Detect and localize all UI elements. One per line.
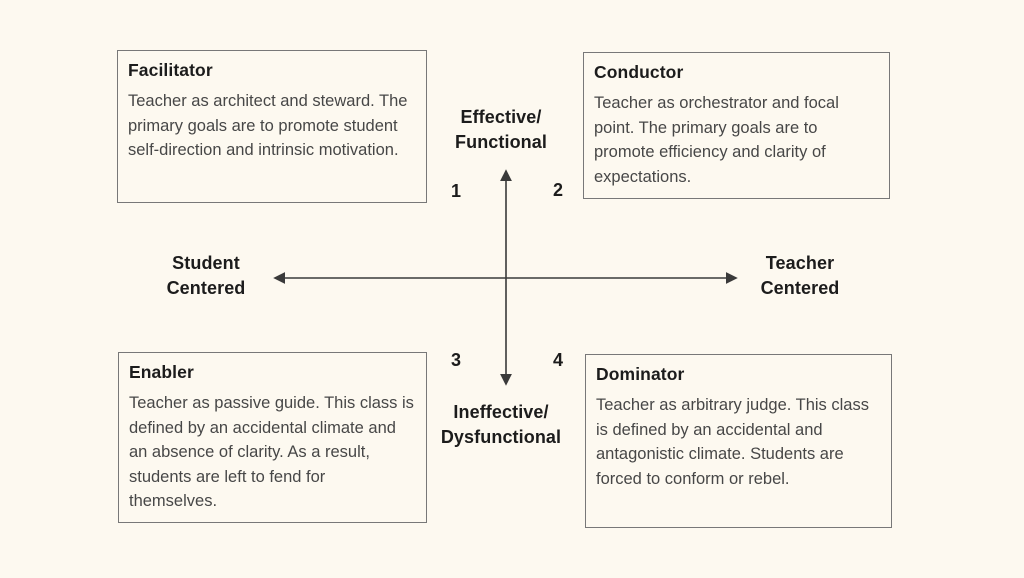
quadrant-box-dominator: Dominator Teacher as arbitrary judge. Th… [585, 354, 892, 528]
quadrant-number-2: 2 [552, 180, 564, 200]
quadrant-body-dominator: Teacher as arbitrary judge. This class i… [596, 396, 869, 488]
quadrant-number-4: 4 [552, 350, 564, 370]
quadrant-title-conductor: Conductor [594, 62, 684, 82]
axis-label-teacher-centered: Teacher Centered [760, 253, 840, 298]
quadrant-box-enabler: Enabler Teacher as passive guide. This c… [118, 352, 427, 523]
quadrant-box-conductor: Conductor Teacher as orchestrator and fo… [583, 52, 890, 199]
quadrant-box-facilitator: Facilitator Teacher as architect and ste… [117, 50, 427, 203]
axis-label-student-centered: Student Centered [166, 253, 246, 298]
quadrant-title-facilitator: Facilitator [128, 60, 213, 80]
quadrant-body-facilitator: Teacher as architect and steward. The pr… [128, 92, 408, 159]
quadrant-title-dominator: Dominator [596, 364, 685, 384]
axis-label-effective-functional: Effective/ Functional [455, 107, 547, 152]
quadrant-number-1: 1 [450, 181, 462, 201]
quadrant-number-3: 3 [450, 350, 462, 370]
quadrant-body-conductor: Teacher as orchestrator and focal point.… [594, 94, 839, 186]
quadrant-title-enabler: Enabler [129, 362, 194, 382]
axis-label-ineffective-dysfunctional: Ineffective/ Dysfunctional [440, 402, 562, 447]
quadrant-body-enabler: Teacher as passive guide. This class is … [129, 394, 414, 510]
